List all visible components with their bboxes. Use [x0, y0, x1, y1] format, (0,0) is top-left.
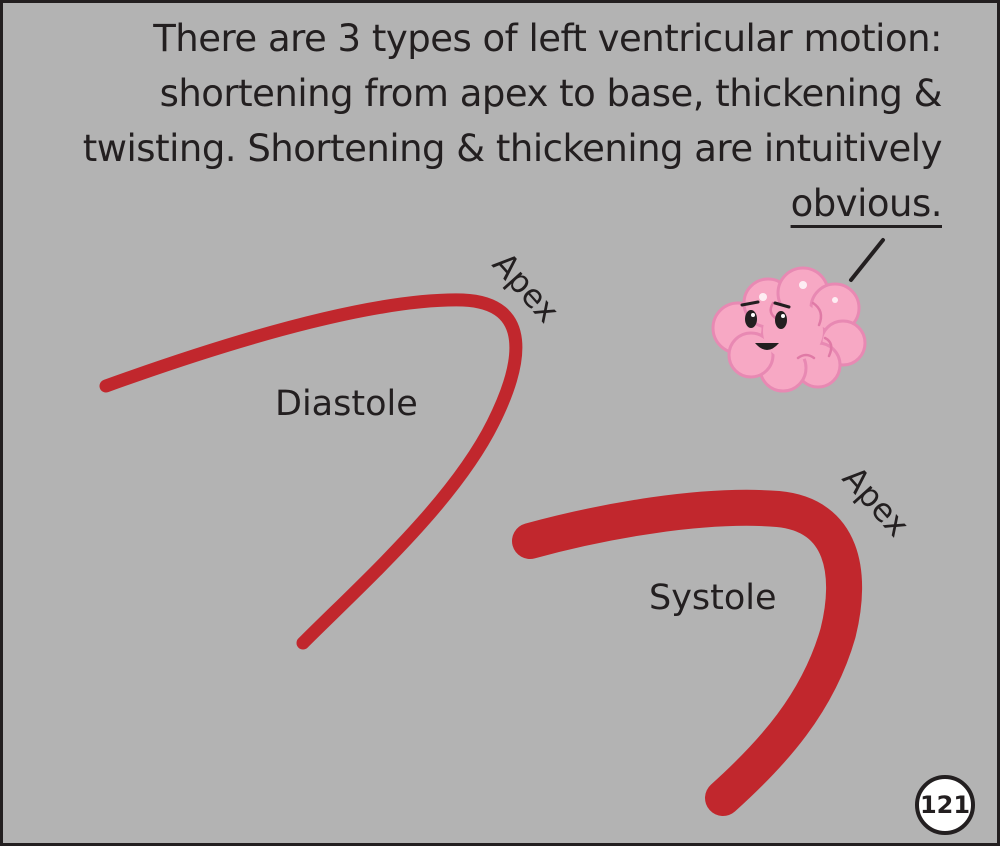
- page-number-badge: 121: [915, 775, 975, 835]
- systole-wall: [512, 489, 863, 816]
- caption-line-1: There are 3 types of left ventricular mo…: [153, 17, 942, 60]
- systole-label: Systole: [649, 578, 777, 618]
- diastole-label: Diastole: [275, 384, 418, 424]
- brain-mascot-icon: [711, 266, 867, 393]
- diastole-wall: [99, 293, 523, 650]
- ventricle-diagram: Diastole Apex Systole Apex: [99, 238, 917, 816]
- caption-text: There are 3 types of left ventricular mo…: [42, 11, 943, 231]
- caption-line-3: twisting. Shortening & thickening are in…: [82, 127, 943, 170]
- speech-pointer-line: [849, 238, 885, 282]
- caption-line-2: shortening from apex to base, thickening…: [159, 72, 943, 115]
- caption-line-4: obvious.: [790, 182, 943, 225]
